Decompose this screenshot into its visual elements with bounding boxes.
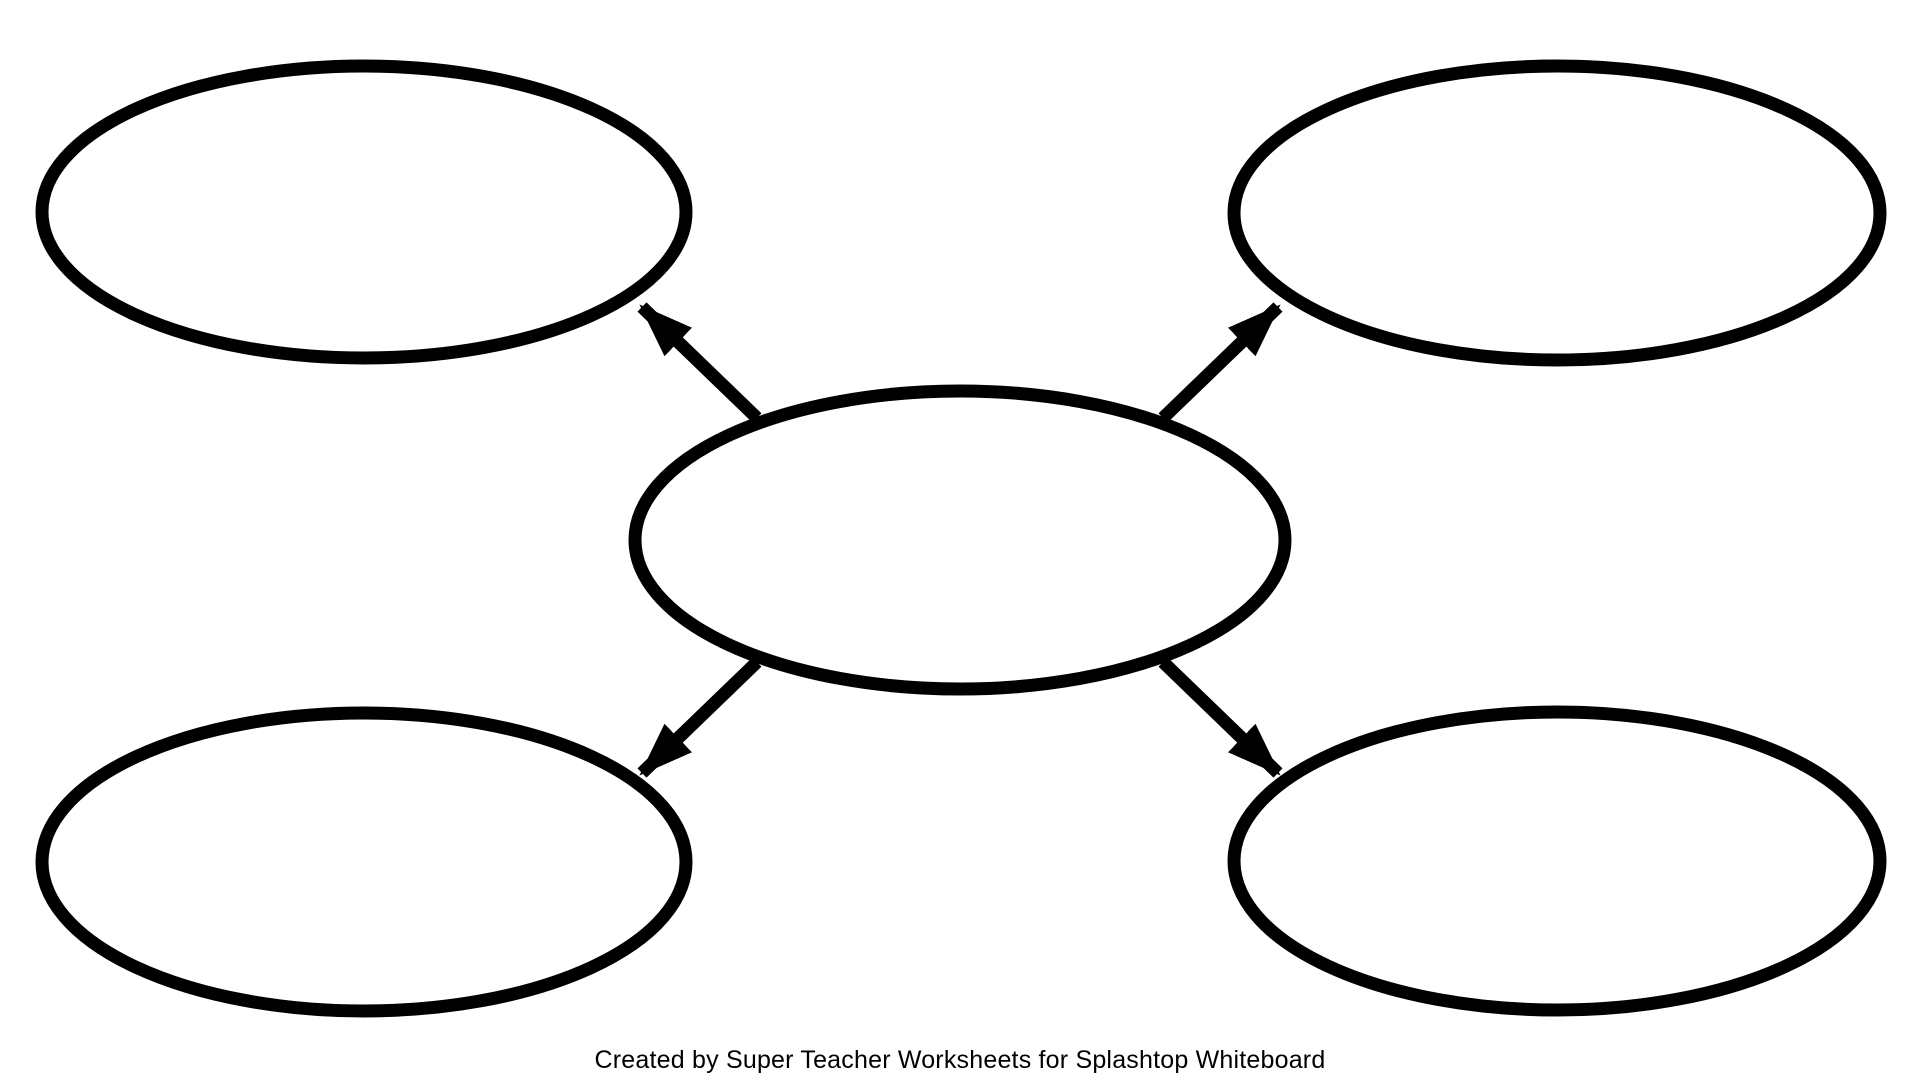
oval-top-right[interactable] xyxy=(1227,59,1887,367)
credit-caption: Created by Super Teacher Worksheets for … xyxy=(594,1045,1326,1074)
oval-bottom-right[interactable] xyxy=(1227,705,1887,1017)
arrow-center-to-bottom-left xyxy=(637,657,762,778)
arrow-center-to-bottom-right xyxy=(1158,657,1283,778)
oval-top-left[interactable] xyxy=(35,59,693,365)
arrow-center-to-top-right xyxy=(1158,302,1283,423)
oval-bottom-left[interactable] xyxy=(35,706,693,1018)
oval-center[interactable] xyxy=(628,384,1292,696)
arrow-center-to-top-left xyxy=(637,302,762,423)
